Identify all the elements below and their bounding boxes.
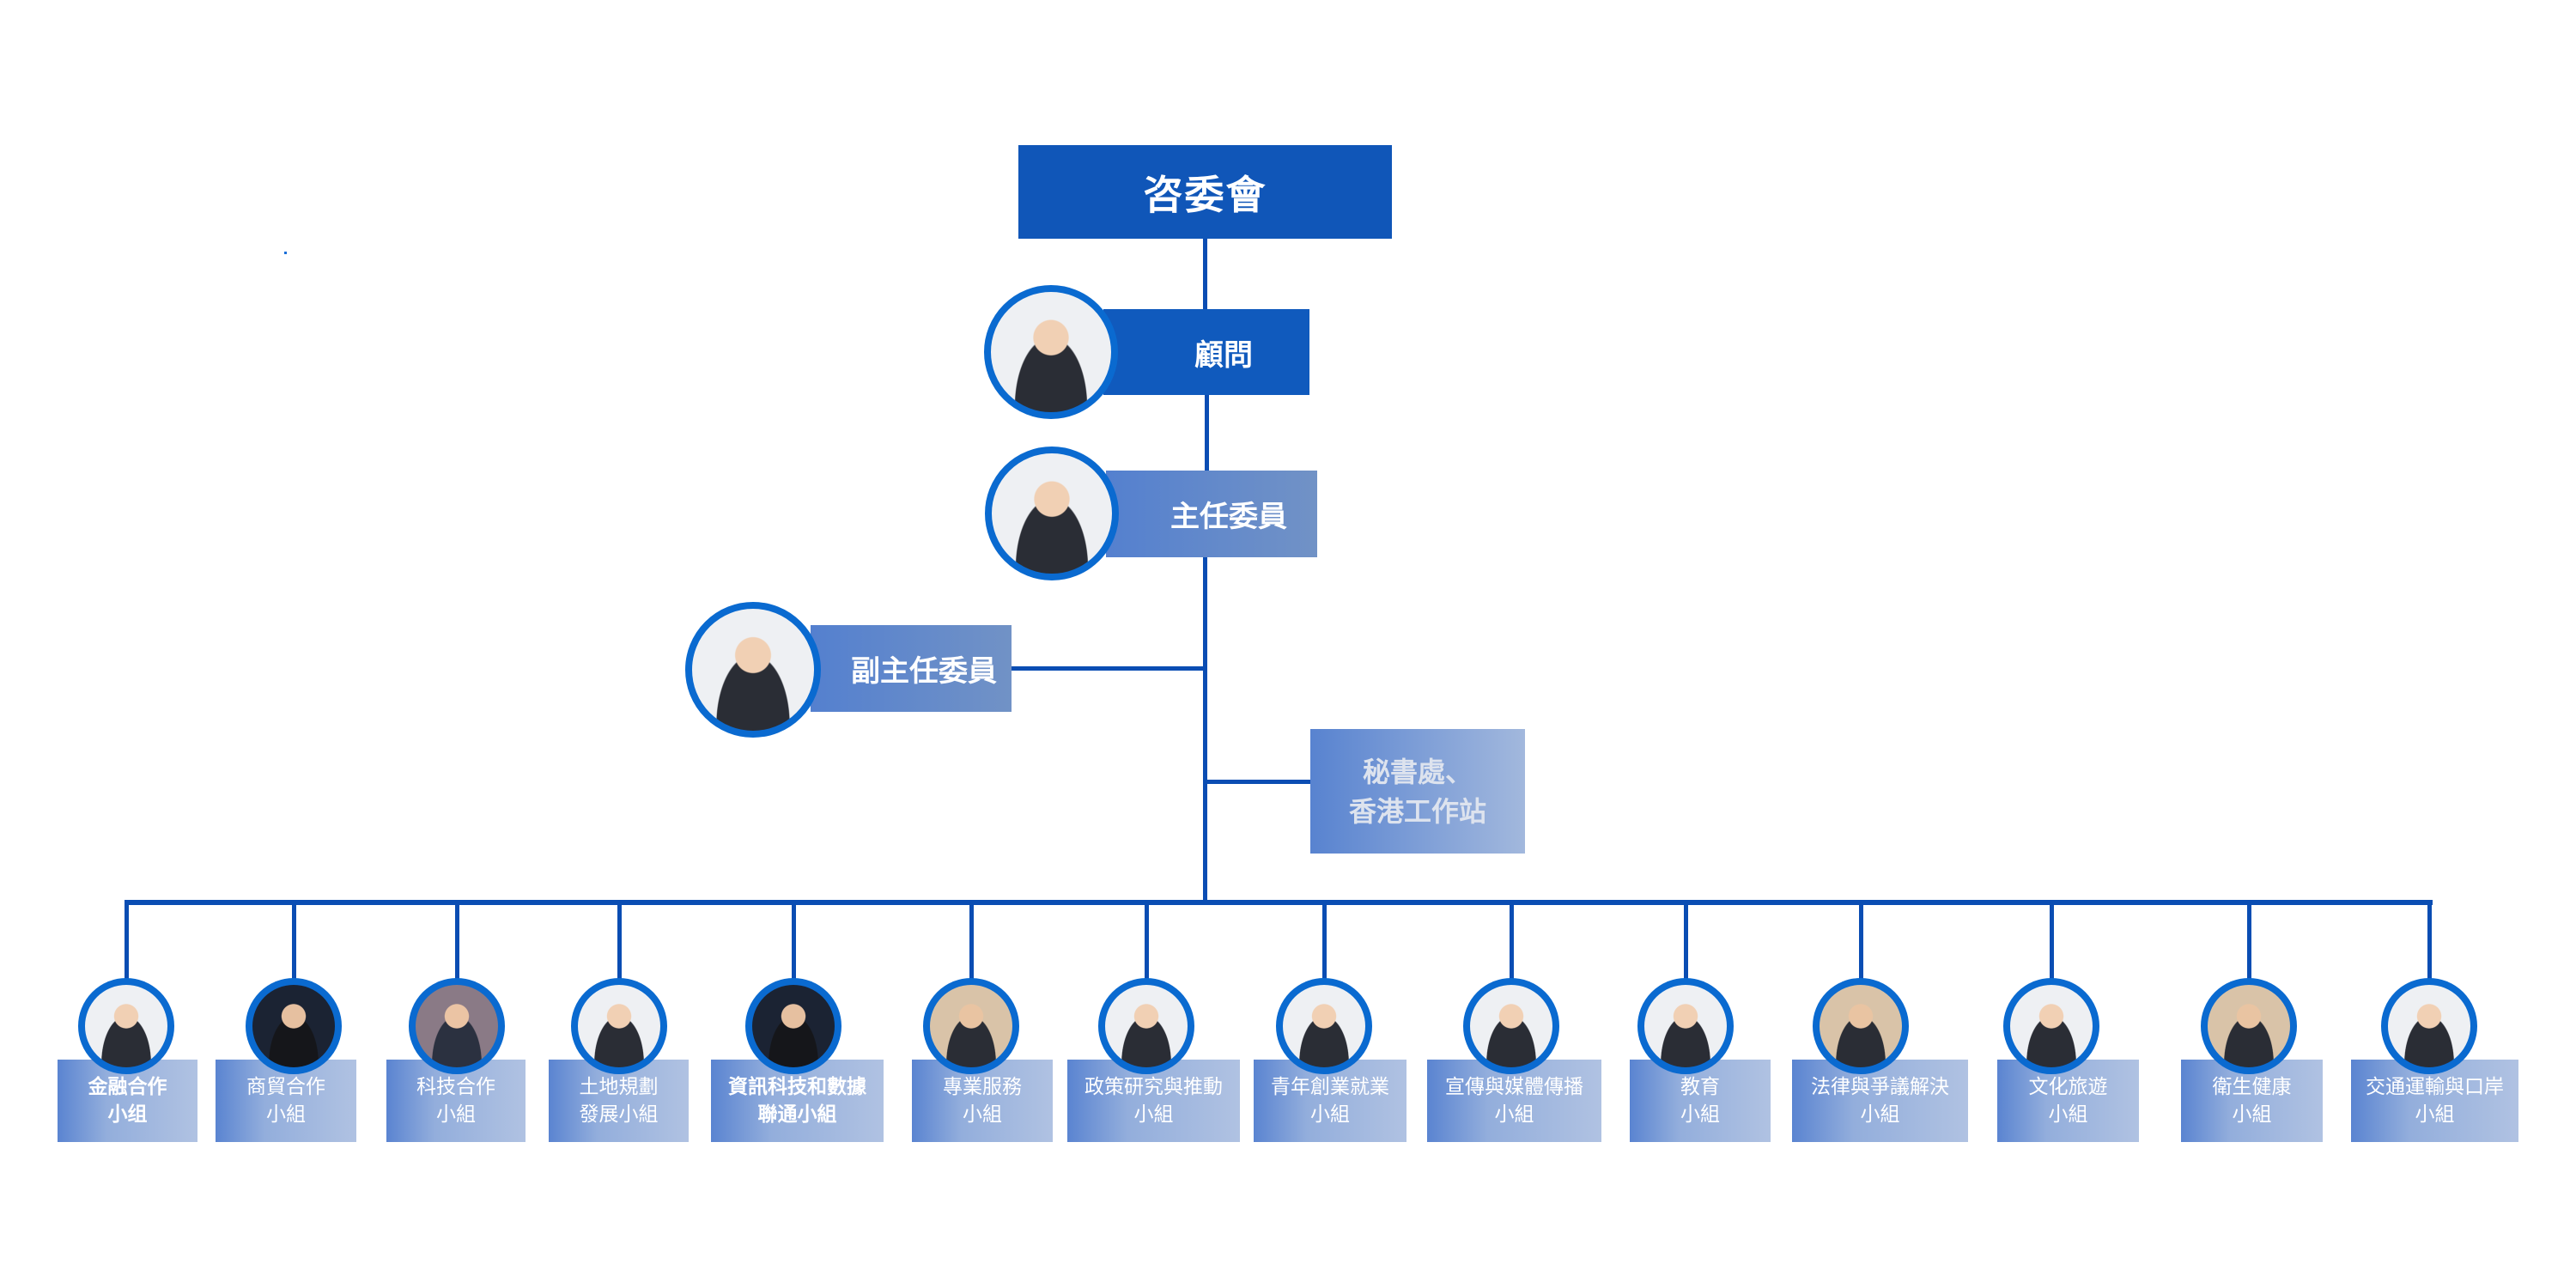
trunk-connector-advisor-chair — [1205, 395, 1209, 472]
group-leader-avatar[interactable] — [2201, 978, 2297, 1074]
group-name-line1: 土地規劃 — [579, 1076, 659, 1098]
group-leader-avatar[interactable] — [78, 978, 174, 1074]
group-leader-avatar[interactable] — [2003, 978, 2099, 1074]
group-name-line1: 政策研究與推動 — [1084, 1076, 1223, 1098]
group-box[interactable]: 專業服務小組 — [912, 1060, 1053, 1142]
vice-chairman-label: 副主任委員 — [851, 654, 997, 689]
group-name-line1: 教育 — [1680, 1076, 1720, 1098]
group-connector — [2050, 902, 2054, 981]
advisor-box[interactable]: 顧問 — [1103, 309, 1309, 395]
group-name-line2: 小組 — [2415, 1103, 2455, 1126]
group-name-line2: 小組 — [1494, 1103, 1534, 1126]
group-name-line2: 小組 — [1860, 1103, 1900, 1126]
group-leader-avatar[interactable] — [246, 978, 342, 1074]
advisor-avatar[interactable] — [984, 285, 1118, 419]
group-leader-avatar[interactable] — [745, 978, 841, 1074]
vice-chairman-box[interactable]: 副主任委員 — [811, 625, 1012, 712]
secretariat-box[interactable]: 秘書處、 香港工作站 — [1310, 729, 1525, 854]
advisor-label: 顧問 — [1194, 337, 1253, 373]
group-leader-avatar[interactable] — [571, 978, 667, 1074]
committee-title: 咨委會 — [1143, 171, 1267, 218]
group-connector — [125, 902, 129, 981]
group-name-line1: 青年創業就業 — [1271, 1076, 1389, 1098]
group-connector — [1322, 902, 1327, 981]
group-leader-avatar[interactable] — [1276, 978, 1372, 1074]
chairman-box[interactable]: 主任委員 — [1106, 471, 1317, 557]
committee-box[interactable]: 咨委會 — [1018, 145, 1392, 239]
group-name-line2: 小組 — [266, 1103, 306, 1126]
group-connector — [1510, 902, 1514, 981]
group-name-line2: 聯通小組 — [757, 1103, 837, 1126]
group-name-line2: 小組 — [2232, 1103, 2272, 1126]
speck-mark — [284, 252, 287, 254]
group-connector — [1684, 902, 1688, 981]
group-name-line1: 宣傳與媒體傳播 — [1445, 1076, 1583, 1098]
group-connector — [2247, 902, 2251, 981]
group-name-line2: 小組 — [1310, 1103, 1350, 1126]
group-name-line1: 法律與爭議解決 — [1811, 1076, 1949, 1098]
group-leader-avatar[interactable] — [1637, 978, 1734, 1074]
groups-bus-connector — [125, 900, 2433, 905]
group-name-line1: 商貿合作 — [246, 1076, 325, 1098]
vice-chairman-avatar[interactable] — [685, 602, 821, 738]
group-connector — [969, 902, 974, 981]
secretariat-line1: 秘書處、 — [1362, 755, 1473, 788]
group-name-line1: 專業服務 — [943, 1076, 1022, 1098]
trunk-connector-top — [1203, 239, 1207, 309]
group-connector — [1859, 902, 1863, 981]
group-connector — [1145, 902, 1149, 981]
group-name-line2: 小組 — [1133, 1103, 1174, 1126]
group-leader-avatar[interactable] — [2381, 978, 2477, 1074]
group-name-line1: 交通運輸與口岸 — [2366, 1076, 2504, 1098]
group-name-line2: 小組 — [436, 1103, 476, 1126]
vice-chairman-connector — [1012, 666, 1206, 671]
secretariat-line2: 香港工作站 — [1348, 794, 1486, 828]
group-connector — [2427, 902, 2432, 981]
trunk-connector-main — [1203, 556, 1207, 904]
group-name-line2: 發展小組 — [579, 1103, 659, 1126]
group-connector — [792, 902, 796, 981]
group-box[interactable]: 教育小組 — [1630, 1060, 1771, 1142]
group-name-line1: 資訊科技和數據 — [728, 1076, 866, 1098]
group-connector — [455, 902, 459, 981]
group-box[interactable]: 青年創業就業小組 — [1254, 1060, 1406, 1142]
chairman-avatar[interactable] — [985, 447, 1119, 580]
group-leader-avatar[interactable] — [1098, 978, 1194, 1074]
group-name-line1: 金融合作 — [88, 1076, 167, 1098]
group-connector — [617, 902, 622, 981]
group-name-line2: 小组 — [107, 1103, 148, 1126]
group-name-line1: 科技合作 — [416, 1076, 495, 1098]
group-connector — [292, 902, 296, 981]
group-leader-avatar[interactable] — [1813, 978, 1909, 1074]
group-leader-avatar[interactable] — [409, 978, 505, 1074]
group-name-line1: 衛生健康 — [2212, 1076, 2292, 1098]
group-name-line2: 小組 — [963, 1103, 1002, 1126]
group-box[interactable]: 金融合作小组 — [58, 1060, 197, 1142]
group-leader-avatar[interactable] — [923, 978, 1019, 1074]
secretariat-connector — [1205, 780, 1311, 784]
group-name-line2: 小組 — [2048, 1103, 2088, 1126]
group-leader-avatar[interactable] — [1463, 978, 1559, 1074]
chairman-label: 主任委員 — [1170, 500, 1287, 534]
group-box[interactable]: 法律與爭議解決小組 — [1792, 1060, 1968, 1142]
group-box[interactable]: 文化旅遊小組 — [1997, 1060, 2139, 1142]
group-name-line1: 文化旅遊 — [2028, 1076, 2108, 1098]
group-name-line2: 小組 — [1680, 1103, 1720, 1126]
